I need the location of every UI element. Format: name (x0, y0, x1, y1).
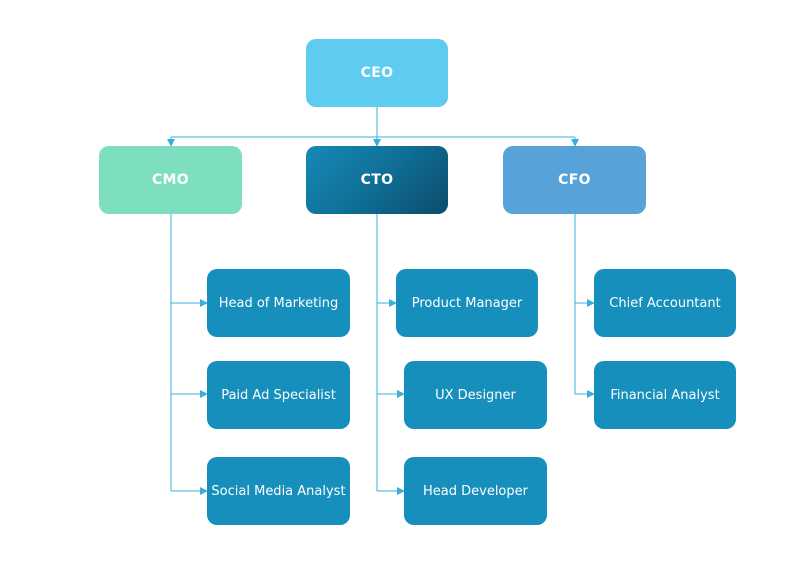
ceo-label: CEO (360, 65, 394, 81)
cto-node[interactable]: CTO (306, 146, 448, 214)
financial-analyst-node[interactable]: Financial Analyst (594, 361, 736, 429)
cmo-label: CMO (151, 172, 189, 188)
ceo-node[interactable]: CEO (306, 39, 448, 107)
cfo-node[interactable]: CFO (503, 146, 646, 214)
head-of-marketing-label: Head of Marketing (218, 295, 339, 311)
social-media-analyst-node[interactable]: Social Media Analyst (207, 457, 350, 525)
head-developer-node[interactable]: Head Developer (404, 457, 547, 525)
financial-analyst-label: Financial Analyst (610, 387, 720, 403)
paid-ad-specialist-node[interactable]: Paid Ad Specialist (207, 361, 350, 429)
social-media-analyst-label: Social Media Analyst (211, 483, 346, 499)
product-manager-node[interactable]: Product Manager (396, 269, 538, 337)
cmo-node[interactable]: CMO (99, 146, 242, 214)
cto-label: CTO (360, 172, 394, 188)
ux-designer-node[interactable]: UX Designer (404, 361, 547, 429)
chief-accountant-node[interactable]: Chief Accountant (594, 269, 736, 337)
cfo-label: CFO (558, 172, 591, 188)
chief-accountant-label: Chief Accountant (609, 295, 721, 311)
head-developer-label: Head Developer (423, 483, 528, 499)
product-manager-label: Product Manager (411, 295, 523, 311)
paid-ad-specialist-label: Paid Ad Specialist (221, 387, 336, 403)
head-of-marketing-node[interactable]: Head of Marketing (207, 269, 350, 337)
ux-designer-label: UX Designer (435, 387, 516, 403)
